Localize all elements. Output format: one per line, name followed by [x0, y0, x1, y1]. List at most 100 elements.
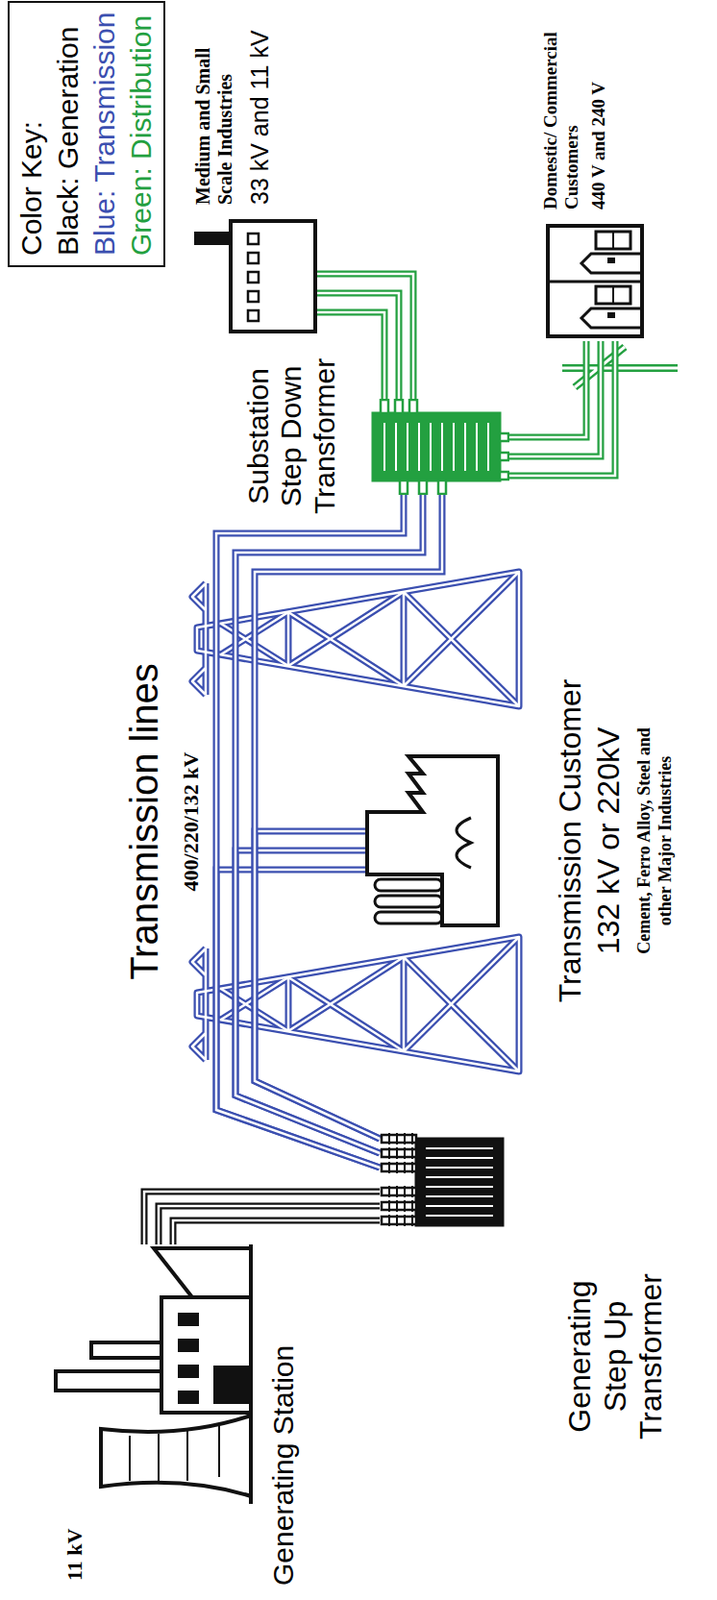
step-up-transformer-art-part	[411, 1162, 414, 1174]
transmission-tower	[192, 937, 520, 1072]
industry-building-art-part	[247, 233, 259, 245]
substation-transformer-art-part	[464, 422, 467, 471]
step-up-transformer-art-part	[403, 1214, 406, 1227]
domestic-building-art-part	[612, 231, 615, 304]
power-line	[509, 341, 616, 476]
transmission-tower	[192, 571, 520, 707]
generating-station-art-part	[177, 1312, 199, 1327]
domestic-building-art	[538, 221, 644, 342]
transmission-customer-art-part	[367, 756, 498, 926]
generating-station-art-part	[177, 1390, 199, 1405]
step-up-transformer-art-part	[403, 1186, 406, 1198]
step-up-transformer-art-part	[381, 1163, 417, 1172]
domestic-building-art-part	[547, 225, 643, 337]
transmission-tower	[192, 571, 520, 707]
substation-transformer-art-part	[409, 399, 418, 414]
step-up-transformer-art-part	[388, 1186, 391, 1198]
step-up-transformer-art-part	[395, 1200, 398, 1212]
generating-station-art-part	[213, 1365, 251, 1405]
step-up-transformer-art-part	[388, 1200, 391, 1212]
domestic-building-art-part	[547, 280, 643, 284]
step-up-transformer-art-part	[411, 1200, 414, 1212]
conductor-outline	[144, 1191, 380, 1245]
transmission-customer-art-part	[374, 895, 443, 908]
substation-transformer-art-part	[419, 480, 427, 495]
industry-building: Medium and Small Scale Industries33 kV a…	[192, 216, 318, 337]
industry-building-art	[192, 216, 318, 337]
step-up-transformer-art-part	[388, 1133, 391, 1145]
legend-entry: Black: Generation	[49, 12, 87, 256]
substation-transformer-art-part	[487, 422, 490, 471]
step-up-transformer-art-part	[425, 1147, 494, 1150]
substation-transformer-art-part	[383, 422, 386, 471]
substation-transformer-art-part	[438, 480, 446, 495]
step-up-transformer-art-part	[381, 1187, 417, 1196]
step-up-transformer-art-part	[411, 1133, 414, 1145]
station-label: Generating Station	[267, 1345, 301, 1586]
substation-transformer-art-part	[499, 452, 509, 461]
industry-building-art-part	[230, 221, 316, 332]
customer-label: Medium and Small Scale Industries	[192, 31, 237, 205]
transformer-label: Generating Step Up Transformer	[562, 1273, 668, 1440]
step-up-transformer-art-part	[425, 1195, 494, 1198]
legend-entry: Green: Distribution	[123, 12, 160, 256]
step-up-transformer-art-part	[395, 1162, 398, 1174]
substation-transformer-art-part	[475, 422, 478, 471]
industry-building-art-part	[194, 231, 233, 246]
legend-entry: Blue: Transmission	[86, 12, 124, 256]
domestic-building-art-part	[581, 308, 643, 328]
step-up-transformer-art-part	[395, 1214, 398, 1227]
conductor-core	[144, 1191, 380, 1245]
industry-building-art-part	[247, 291, 259, 302]
generating-station: Generating Station11 kV	[48, 1244, 255, 1505]
step-up-transformer-art-part	[403, 1147, 406, 1160]
substation-transformer-art-part	[380, 399, 389, 414]
step-up-transformer-art-part	[425, 1186, 494, 1188]
step-up-transformer-art-part	[395, 1186, 398, 1198]
step-up-transformer-art-part	[425, 1176, 494, 1179]
substation-transformer-art-part	[418, 422, 421, 471]
conductor-core	[509, 341, 587, 438]
conductor-core	[509, 341, 601, 457]
transmission-customer-art-part	[374, 879, 443, 891]
legend-text: Black: Generation	[51, 26, 84, 256]
step-up-transformer-art-part	[381, 1202, 417, 1211]
generating-station-art-part	[153, 1248, 251, 1298]
domestic-building-art-part	[607, 312, 616, 319]
legend-title: Color Key:	[13, 12, 50, 256]
substation-transformer-art-part	[399, 480, 408, 495]
step-up-transformer-art-part	[381, 1149, 417, 1158]
conductor-outline	[509, 341, 601, 457]
generating-station-art-part	[177, 1364, 199, 1379]
substation-transformer-art-part	[372, 413, 500, 481]
step-up-transformer-art	[379, 1129, 505, 1236]
conductor-core	[158, 1206, 380, 1245]
step-up-transformer-art-part	[388, 1214, 391, 1227]
conductor-outline	[158, 1206, 380, 1245]
distribution-pole	[562, 346, 678, 388]
transmission-customer-art-part	[456, 817, 471, 868]
step-up-transformer-art-part	[425, 1205, 494, 1208]
domestic-building: Domestic/ Commercial Customers440 V and …	[538, 221, 644, 342]
industry-note: Cement, Ferro Alloy, Steel and other Maj…	[634, 719, 676, 963]
industry-building-art-part	[247, 271, 259, 283]
customer-label: Transmission Customer	[552, 679, 589, 1004]
substation-transformer-art-part	[452, 422, 455, 471]
transmission-customer-art-part	[374, 912, 443, 924]
step-up-transformer-art-part	[388, 1147, 391, 1160]
step-up-transformer-art-part	[416, 1138, 503, 1226]
step-up-transformer-art-part	[388, 1162, 391, 1174]
legend-text: Green: Distribution	[124, 15, 157, 256]
conductor-core	[173, 1220, 380, 1245]
generating-station-art-part	[177, 1338, 199, 1353]
generating-station-art-part	[161, 1297, 251, 1413]
step-up-transformer-art-part	[403, 1133, 406, 1145]
substation-transformer-art-part	[395, 399, 403, 414]
step-up-transformer-art-part	[411, 1147, 414, 1160]
industry-building-art-part	[247, 310, 259, 322]
generating-station-art-part	[55, 1371, 162, 1391]
domestic-building-art-part	[607, 257, 616, 264]
step-up-transformer: Generating Step Up Transformer	[379, 1129, 505, 1236]
step-up-transformer-art-part	[395, 1133, 398, 1145]
